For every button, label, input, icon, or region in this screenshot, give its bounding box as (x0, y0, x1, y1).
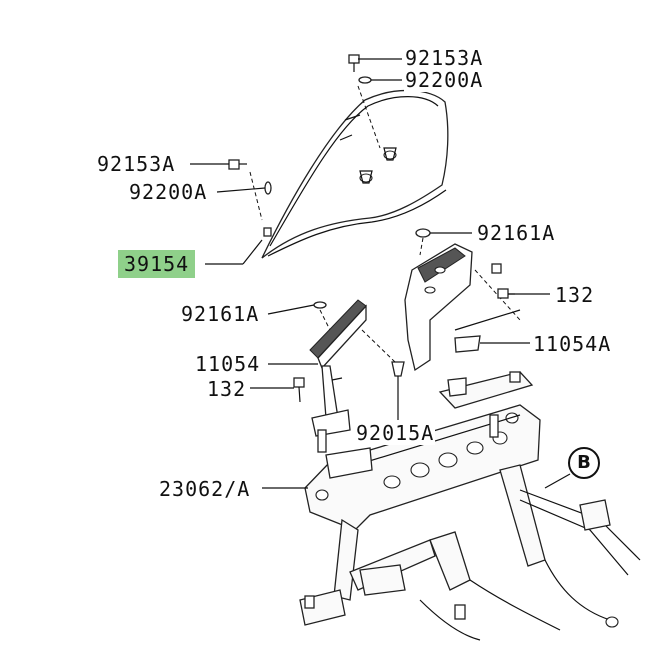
nut-clip-drawing (361, 329, 405, 377)
part-label-92200a-top: 92200A (404, 68, 485, 92)
callout-b-badge: B (568, 447, 600, 479)
part-label-132-left: 132 (206, 377, 248, 401)
part-label-92153a-left: 92153A (96, 152, 177, 176)
left-fastener-drawing (228, 159, 272, 237)
part-label-11054a: 11054A (532, 332, 613, 356)
part-label-39154-windshield: 39154 (118, 250, 196, 278)
leader-lines (190, 58, 571, 489)
right-bracket-drawing (404, 228, 521, 372)
left-bracket-drawing (309, 299, 367, 437)
part-label-92153a-top: 92153A (404, 46, 485, 70)
part-label-132-right: 132 (554, 283, 596, 307)
lower-frame-drawing (299, 464, 641, 641)
left-bolt-drawing (293, 377, 305, 403)
part-label-92200a-left: 92200A (128, 180, 209, 204)
part-label-23062a: 23062/A (158, 477, 252, 501)
stay-frame-drawing (304, 371, 541, 531)
part-label-92161a-left: 92161A (180, 302, 261, 326)
windshield-drawing (261, 89, 449, 259)
part-label-92015a: 92015A (355, 421, 436, 445)
part-label-11054: 11054 (194, 352, 262, 376)
part-label-92161a-right: 92161A (476, 221, 557, 245)
